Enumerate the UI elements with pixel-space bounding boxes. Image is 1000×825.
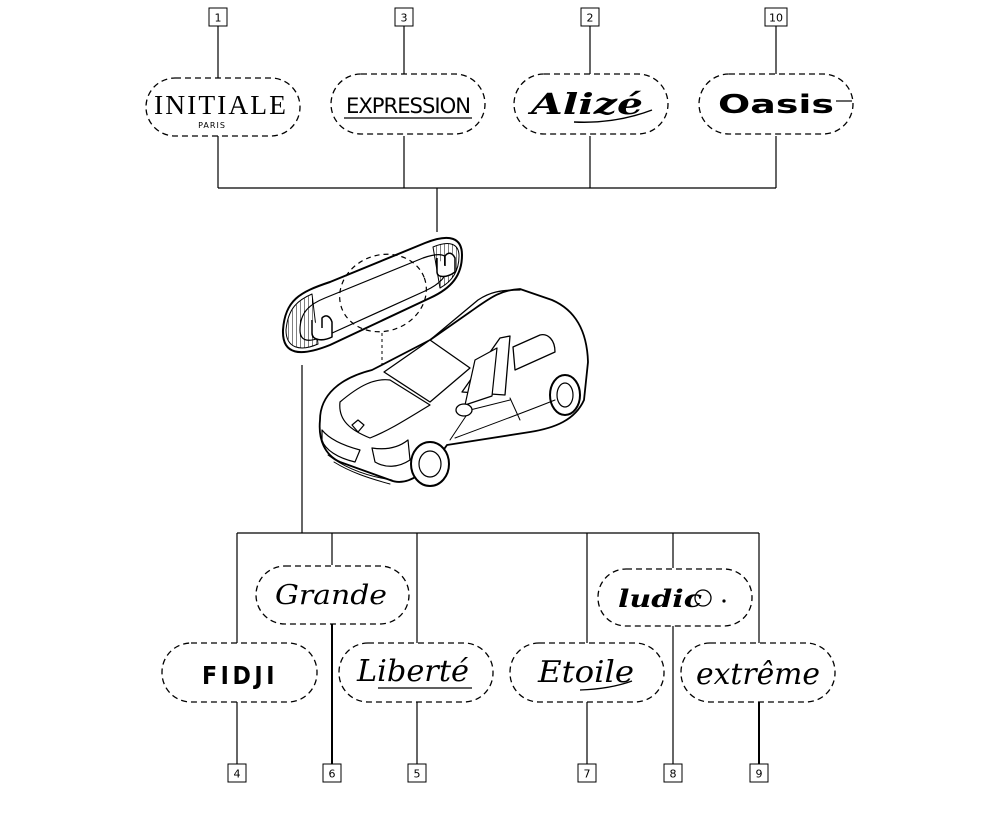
callout-label: 1: [215, 12, 222, 25]
top-leader-lines: [217, 26, 777, 232]
callout-label: 5: [414, 768, 421, 781]
badge-fidji: FIDJI: [161, 642, 318, 703]
callout-10: 10: [764, 7, 788, 27]
badge-initiale: INITIALE PARIS: [145, 77, 301, 137]
callout-label: 8: [670, 768, 677, 781]
callout-label: 3: [401, 12, 408, 25]
badge-text: extrême: [696, 657, 820, 692]
callout-1: 1: [208, 7, 228, 27]
swoosh-decoration: [579, 680, 633, 691]
bottom-leader-lines: [236, 365, 760, 764]
dot-decoration: [722, 599, 726, 603]
badge-etoile: Etoile: [509, 642, 665, 703]
callout-label: 6: [329, 768, 336, 781]
badge-text: ludic: [618, 584, 702, 613]
callout-2: 2: [580, 7, 600, 27]
car-illustration: [318, 288, 589, 487]
badge-subtext: PARIS: [198, 121, 226, 130]
badge-extreme: extrême: [680, 642, 836, 703]
badge-text: Oasis: [718, 90, 834, 120]
badge-alize: Alizé: [513, 73, 669, 135]
swoosh-decoration: [573, 109, 653, 123]
callout-5: 5: [407, 763, 427, 783]
callout-8: 8: [663, 763, 683, 783]
callout-9: 9: [749, 763, 769, 783]
badge-text: FIDJI: [202, 661, 278, 690]
badge-text: Grande: [275, 580, 387, 611]
badge-oasis: Oasis: [698, 73, 854, 135]
callout-7: 7: [577, 763, 597, 783]
badge-mount-detail: [281, 236, 463, 383]
badge-text: INITIALE: [154, 90, 288, 120]
badge-text: Etoile: [537, 655, 634, 690]
badge-grande: Grande: [255, 565, 410, 625]
callout-4: 4: [227, 763, 247, 783]
badge-liberte: Liberté: [338, 642, 494, 703]
callout-label: 4: [234, 768, 241, 781]
callout-3: 3: [394, 7, 414, 27]
callout-label: 9: [756, 768, 763, 781]
callout-label: 2: [587, 12, 594, 25]
badge-text: Liberté: [356, 654, 469, 689]
badge-text: Alizé: [527, 87, 643, 121]
smiley-icon: [694, 589, 712, 607]
callout-6: 6: [322, 763, 342, 783]
callout-label: 7: [584, 768, 591, 781]
callout-label: 10: [769, 12, 783, 25]
badge-ludic: ludic: [597, 568, 753, 627]
badge-expression: EXPRESSION: [330, 73, 486, 135]
badge-text: EXPRESSION: [346, 94, 470, 118]
